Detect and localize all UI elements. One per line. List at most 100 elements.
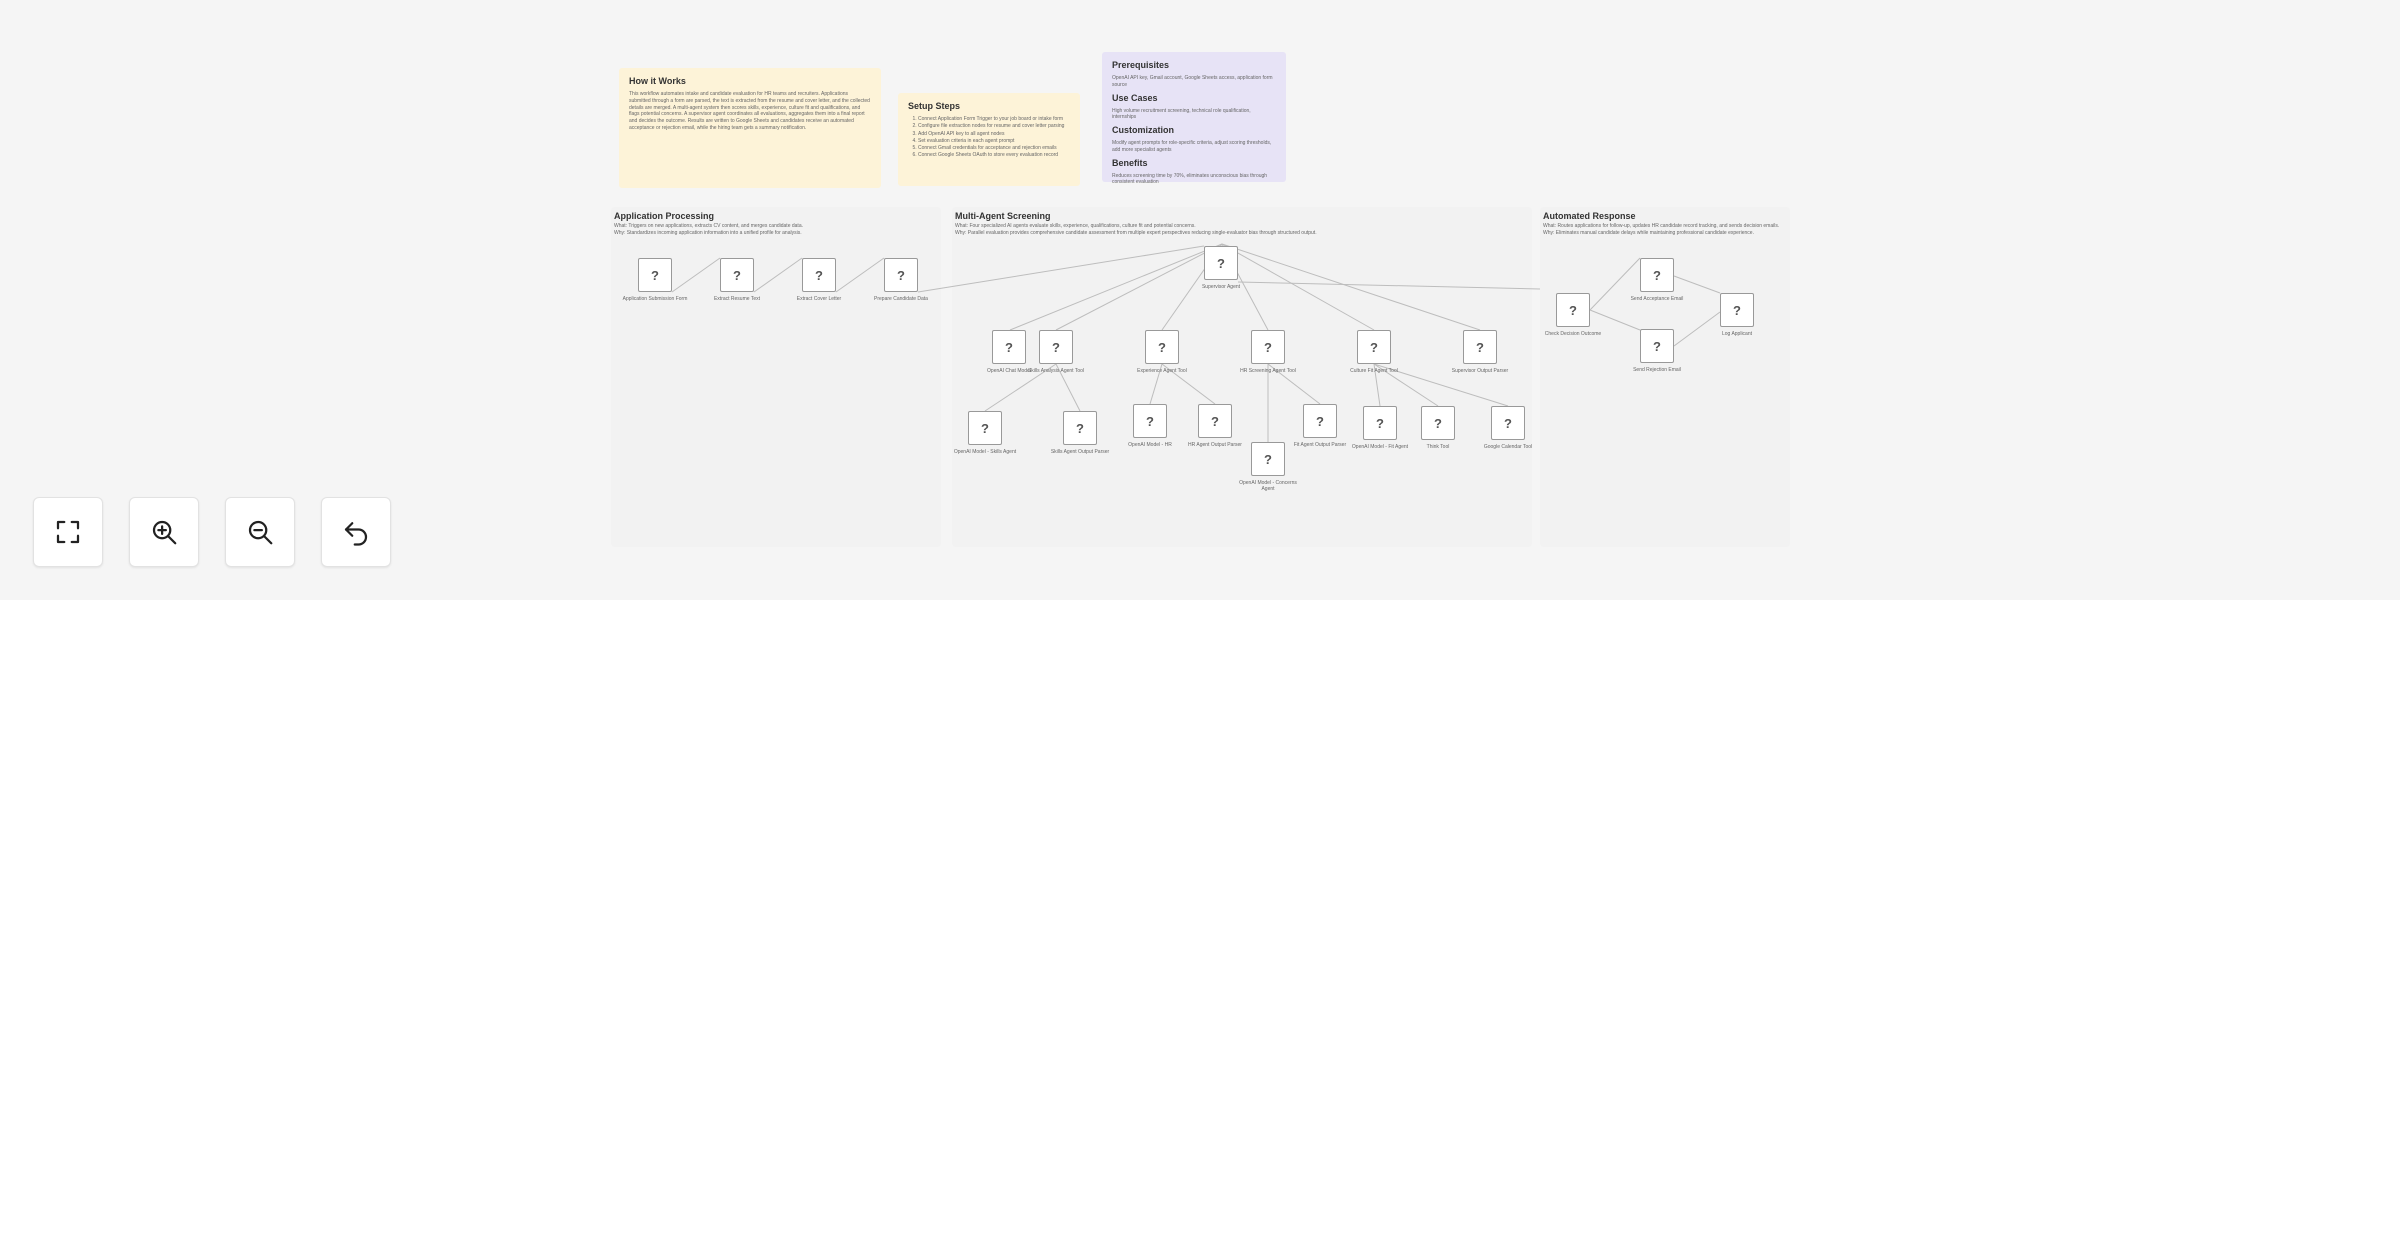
hr-screening-agent-node[interactable]: ? <box>1251 330 1285 364</box>
setup-steps-note[interactable]: Setup Steps Connect Application Form Tri… <box>898 93 1080 186</box>
openai-chat-model-node[interactable]: ? <box>992 330 1026 364</box>
section-title: Multi-Agent Screening <box>955 211 1051 221</box>
section-what: What: Four specialized AI agents evaluat… <box>955 223 1196 229</box>
use-cases-title: Use Cases <box>1112 92 1158 103</box>
connection <box>1673 311 1721 347</box>
section-what: What: Routes applications for follow-up,… <box>1543 223 1780 229</box>
node-label: OpenAI Model - Concerns Agent <box>1239 480 1297 492</box>
supervisor-agent-node[interactable]: ? <box>1204 246 1238 280</box>
benefits-title: Benefits <box>1112 157 1148 168</box>
connection <box>1589 257 1641 311</box>
node-label: Skills Analysis Agent Tool <box>1027 368 1085 374</box>
node-label: OpenAI Model - HR <box>1128 442 1172 448</box>
hr-output-parser-node[interactable]: ? <box>1198 404 1232 438</box>
connection <box>917 245 1205 293</box>
zoom-out-icon <box>248 520 273 545</box>
log-applicant-node[interactable]: ? <box>1720 293 1754 327</box>
node-label: OpenAI Chat Model <box>987 368 1031 374</box>
skills-agent-node[interactable]: ? <box>1039 330 1073 364</box>
zoom-out-button[interactable] <box>225 497 295 567</box>
connection <box>1373 363 1509 407</box>
node-label: Extract Cover Letter <box>796 296 842 302</box>
connection <box>671 257 721 293</box>
use-cases-body: High volume recruitment screening, techn… <box>1112 107 1251 121</box>
supervisor-output-parser-node[interactable]: ? <box>1463 330 1497 364</box>
connection <box>753 257 803 293</box>
openai-fit-model-node[interactable]: ? <box>1363 406 1397 440</box>
reset-zoom-button[interactable] <box>321 497 391 567</box>
openai-hr-model-node[interactable]: ? <box>1133 404 1167 438</box>
connection <box>1221 243 1375 331</box>
node-label: Experience Agent Tool <box>1137 368 1187 374</box>
check-decision-node[interactable]: ? <box>1556 293 1590 327</box>
benefits-body: Reduces screening time by 70%, eliminate… <box>1112 172 1268 186</box>
connection <box>984 363 1057 412</box>
customization-body: Modify agent prompts for role-specific c… <box>1112 140 1272 153</box>
how-it-works-note[interactable]: How it Works This workflow automates int… <box>619 68 881 188</box>
connection <box>1055 363 1081 412</box>
workflow-canvas[interactable]: How it Works This workflow automates int… <box>0 0 2400 600</box>
setup-step: Connect Application Form Trigger to your… <box>918 116 1070 123</box>
setup-step: Configure file extraction nodes for resu… <box>918 123 1070 130</box>
connection <box>1373 363 1439 407</box>
rejection-email-node[interactable]: ? <box>1640 329 1674 363</box>
connection <box>835 257 885 293</box>
connection <box>1673 275 1721 294</box>
section-title: Application Processing <box>614 211 715 221</box>
setup-step: Connect Gmail credentials for acceptance… <box>918 145 1070 152</box>
experience-agent-node[interactable]: ? <box>1145 330 1179 364</box>
zoom-in-button[interactable] <box>129 497 199 567</box>
google-calendar-tool-node[interactable]: ? <box>1491 406 1525 440</box>
node-label: Google Calendar Tool <box>1483 444 1533 450</box>
section-what: What: Triggers on new applications, extr… <box>614 223 803 229</box>
prepare-candidate-data-node[interactable]: ? <box>884 258 918 292</box>
setup-steps-list: Connect Application Form Trigger to your… <box>908 116 1070 160</box>
setup-step: Set evaluation criteria in each agent pr… <box>918 138 1070 145</box>
connection <box>1161 363 1216 405</box>
node-label: OpenAI Model - Skills Agent <box>953 449 1017 455</box>
node-label: Extract Resume Text <box>713 296 761 302</box>
node-label: Think Tool <box>1426 444 1450 450</box>
node-label: OpenAI Model - Fit Agent <box>1351 444 1409 450</box>
node-label: Send Acceptance Email <box>1630 296 1684 302</box>
section-why: Why: Eliminates manual candidate delays … <box>1543 229 1754 236</box>
node-label: Skills Agent Output Parser <box>1050 449 1110 455</box>
openai-skills-model-node[interactable]: ? <box>968 411 1002 445</box>
node-label: Check Decision Outcome <box>1544 331 1602 337</box>
multi-agent-screening-section[interactable]: Multi-Agent Screening What: Four special… <box>952 207 1532 547</box>
setup-step: Connect Google Sheets OAuth to store eve… <box>918 152 1070 159</box>
node-label: HR Screening Agent Tool <box>1240 368 1296 374</box>
connection <box>1373 363 1381 407</box>
note-title: How it Works <box>629 76 686 86</box>
connection <box>1589 309 1641 331</box>
reset-zoom-icon <box>344 522 368 546</box>
node-label: Application Submission Form <box>622 296 688 302</box>
fit-view-button[interactable] <box>33 497 103 567</box>
culture-output-parser-node[interactable]: ? <box>1303 404 1337 438</box>
openai-concerns-model-node[interactable]: ? <box>1251 442 1285 476</box>
culture-fit-agent-node[interactable]: ? <box>1357 330 1391 364</box>
extract-resume-node[interactable]: ? <box>720 258 754 292</box>
connection <box>1149 363 1163 405</box>
connection <box>1267 363 1321 405</box>
extract-cover-letter-node[interactable]: ? <box>802 258 836 292</box>
prerequisites-title: Prerequisites <box>1112 60 1170 70</box>
node-label: Prepare Candidate Data <box>874 296 928 302</box>
skills-output-parser-node[interactable]: ? <box>1063 411 1097 445</box>
connection-lines <box>671 243 1721 442</box>
node-label: Supervisor Output Parser <box>1451 368 1509 374</box>
section-title: Automated Response <box>1543 211 1636 221</box>
node-label: Log Applicant <box>1721 331 1753 337</box>
acceptance-email-node[interactable]: ? <box>1640 258 1674 292</box>
note-body: This workflow automates intake and candi… <box>629 91 870 131</box>
connection <box>1221 243 1481 331</box>
node-label: Fit Agent Output Parser <box>1293 442 1347 448</box>
section-why: Why: Standardizes incoming application i… <box>614 229 802 236</box>
form-trigger-node[interactable]: ? <box>638 258 672 292</box>
info-note[interactable]: Prerequisites OpenAI API key, Gmail acco… <box>1102 52 1286 185</box>
note-title: Setup Steps <box>908 101 961 111</box>
customization-title: Customization <box>1112 125 1174 135</box>
setup-step: Add OpenAI API key to all agent nodes <box>918 131 1070 138</box>
connection <box>1009 243 1223 331</box>
think-tool-node[interactable]: ? <box>1421 406 1455 440</box>
